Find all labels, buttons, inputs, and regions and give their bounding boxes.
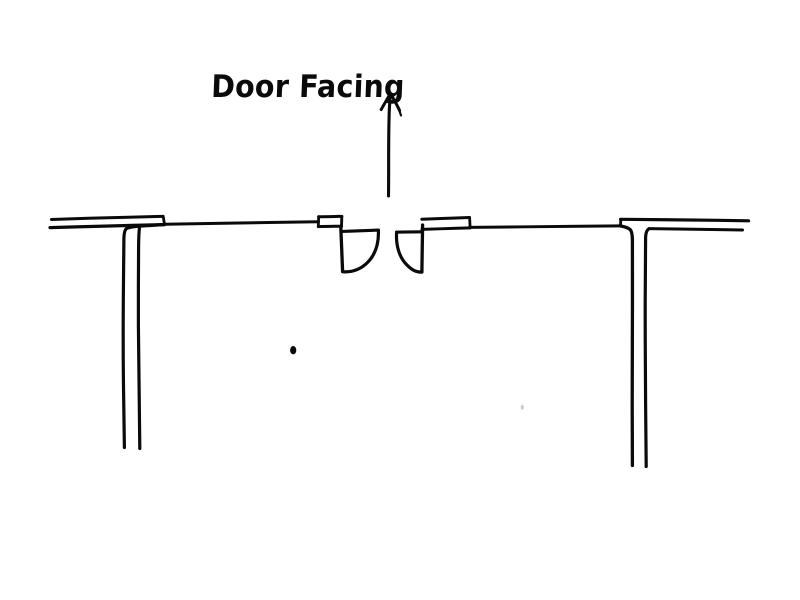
exterior-wall-middle-left-segment: [163, 220, 320, 226]
left-door-leaf: [339, 225, 381, 274]
exterior-wall-middle-right-segment: [468, 224, 622, 229]
ink-dot-primary: [290, 346, 297, 355]
left-door-jamb: [316, 214, 344, 229]
right-partition-wall: [619, 224, 651, 469]
exterior-wall-right-segment: [619, 217, 751, 232]
stray-ink-marks: [290, 346, 524, 410]
direction-arrow: [379, 91, 403, 198]
ink-dot-faint: [520, 404, 524, 410]
left-partition-wall: [121, 222, 166, 451]
right-door-jamb: [420, 216, 472, 231]
right-door-leaf: [394, 223, 425, 274]
door-facing-label: Door Facing: [210, 69, 406, 105]
